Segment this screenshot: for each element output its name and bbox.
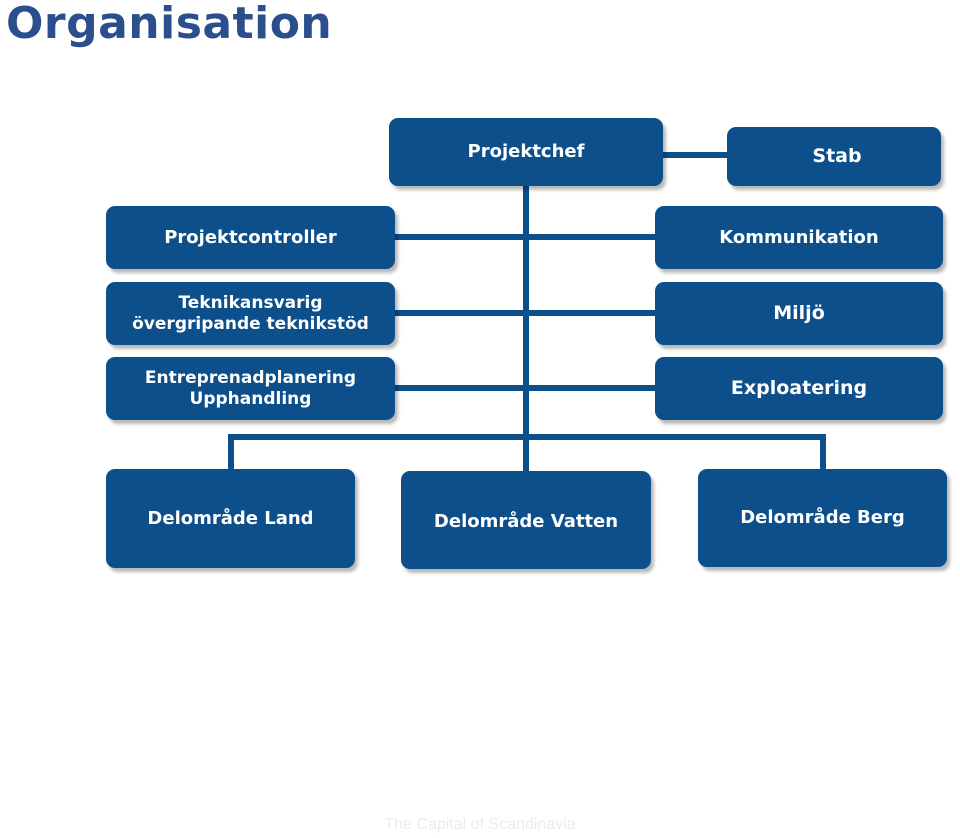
node-entreprenad: Entreprenadplanering Upphandling bbox=[106, 357, 395, 420]
node-exploatering-label: Exploatering bbox=[730, 377, 868, 400]
node-delomrade-land-label: Delområde Land bbox=[147, 507, 314, 529]
node-delomrade-land: Delområde Land bbox=[106, 469, 355, 568]
node-teknikansvarig: Teknikansvarig övergripande teknikstöd bbox=[106, 282, 395, 345]
node-kommunikation-label: Kommunikation bbox=[719, 226, 879, 248]
node-stab-label: Stab bbox=[812, 145, 862, 168]
footer-tagline: The Capital of Scandinavia bbox=[384, 816, 576, 833]
node-entreprenad-label-2: Upphandling bbox=[189, 388, 312, 409]
node-miljo: Miljö bbox=[655, 282, 943, 345]
node-projektcontroller-label: Projektcontroller bbox=[164, 226, 337, 248]
node-entreprenad-label-1: Entreprenadplanering bbox=[144, 368, 357, 389]
node-delomrade-vatten-label: Delområde Vatten bbox=[433, 511, 619, 533]
node-projektcontroller: Projektcontroller bbox=[106, 206, 395, 269]
node-stab: Stab bbox=[727, 127, 941, 186]
node-delomrade-berg: Delområde Berg bbox=[698, 469, 947, 567]
node-projektchef-label: Projektchef bbox=[467, 141, 585, 163]
node-projektchef: Projektchef bbox=[389, 118, 663, 186]
node-teknikansvarig-label-1: Teknikansvarig bbox=[178, 293, 323, 314]
node-miljo-label: Miljö bbox=[773, 302, 825, 325]
node-kommunikation: Kommunikation bbox=[655, 206, 943, 269]
node-delomrade-berg-label: Delområde Berg bbox=[740, 507, 905, 529]
page-title: Organisation bbox=[6, 0, 333, 49]
node-teknikansvarig-label-2: övergripande teknikstöd bbox=[132, 313, 369, 334]
node-exploatering: Exploatering bbox=[655, 357, 943, 420]
node-delomrade-vatten: Delområde Vatten bbox=[401, 471, 651, 569]
